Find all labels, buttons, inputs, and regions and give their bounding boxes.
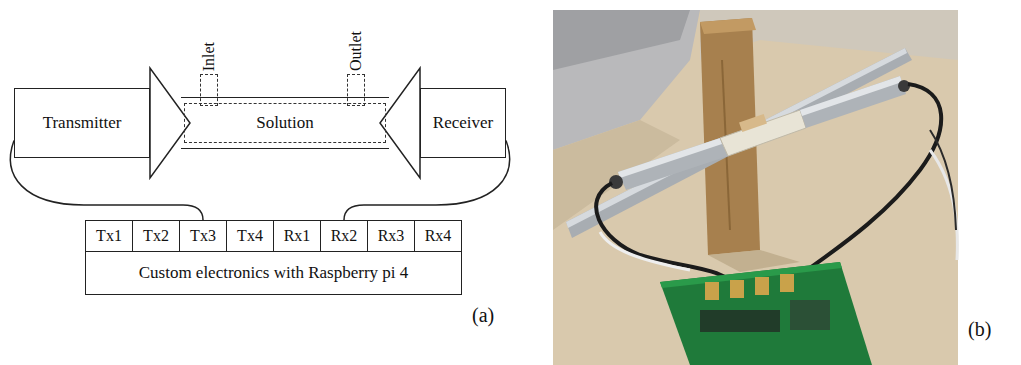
node-label: Tx3: [190, 227, 216, 245]
channel-cell: Tx1: [85, 220, 133, 252]
signal-cable: [10, 141, 203, 221]
channel-cell: Rx2: [320, 220, 368, 252]
panel-letter: (b): [968, 318, 991, 341]
node-label: Rx2: [331, 227, 358, 245]
node-label: Rx4: [425, 227, 452, 245]
panel-letter: (a): [472, 304, 494, 327]
receiver-horn: [380, 68, 420, 178]
inlet-port: Inlet: [200, 74, 218, 106]
channel-cell: Tx3: [179, 220, 227, 252]
channel-cell: Tx2: [132, 220, 180, 252]
solution-channel: Solution: [181, 97, 389, 149]
channel-cell: Tx4: [226, 220, 274, 252]
node-label: Solution: [256, 113, 314, 133]
node-label: Tx4: [237, 227, 263, 245]
port-label: Inlet: [201, 42, 217, 71]
receiver-box: Receiver: [420, 88, 506, 158]
outlet-port: Outlet: [347, 74, 365, 106]
transmitter-box: Transmitter: [14, 88, 150, 158]
channel-cell: Rx1: [273, 220, 321, 252]
node-label: Receiver: [433, 113, 493, 133]
channel-cell: Rx3: [367, 220, 415, 252]
port-label: Outlet: [348, 31, 364, 71]
node-label: Custom electronics with Raspberry pi 4: [139, 263, 409, 283]
node-label: Transmitter: [43, 113, 122, 133]
node-label: Rx3: [378, 227, 405, 245]
electronics-board: Custom electronics with Raspberry pi 4: [85, 251, 462, 295]
signal-cable: [344, 141, 510, 221]
node-label: Tx2: [143, 227, 169, 245]
setup-photo: [553, 10, 958, 365]
node-label: Tx1: [96, 227, 122, 245]
channel-cell: Rx4: [414, 220, 462, 252]
node-label: Rx1: [284, 227, 311, 245]
